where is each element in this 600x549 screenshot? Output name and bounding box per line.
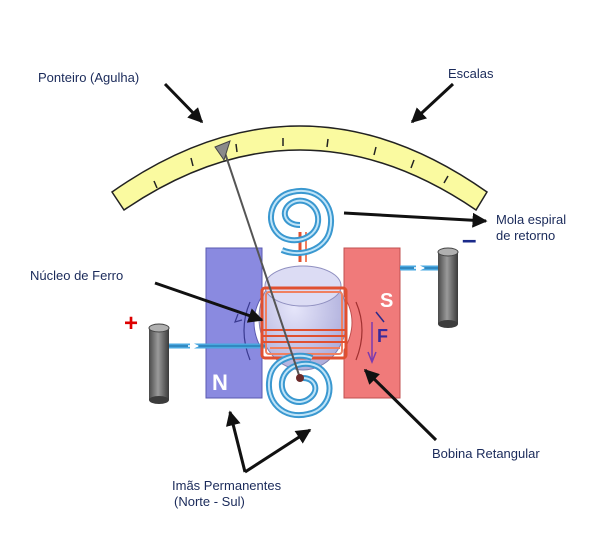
arrow-iron-core [154,281,264,323]
left-terminal [148,323,170,404]
label-magnets-line1: Imãs Permanentes [172,478,282,493]
arrow-magnet-left [225,410,247,473]
label-spring-line1: Mola espiral [496,212,567,227]
arrow-magnet-right [244,428,312,474]
top-spiral-spring [267,187,335,257]
scale-arc [110,125,489,212]
force-arrow [367,311,385,365]
plus-sign: + [124,310,139,337]
label-iron-core: Núcleo de Ferro [30,268,124,283]
bottom-spiral-spring [265,352,333,419]
arrow-scales [410,82,455,124]
arrow-pointer [163,82,204,124]
south-pole-label: S [380,290,394,312]
right-terminal [437,247,459,328]
label-pointer: Ponteiro (Agulha) [38,70,140,85]
minus-sign: – [462,224,477,254]
label-coil: Bobina Retangular [432,446,540,461]
force-label: F [377,326,388,346]
label-magnets-line2: (Norte - Sul) [174,494,245,509]
arrow-coil [363,368,438,442]
arrow-spring [343,211,488,228]
label-scales: Escalas [448,66,494,81]
callout-arrows [154,82,488,474]
north-pole-label: N [212,370,228,395]
label-spring-line2: de retorno [496,228,556,243]
pointer-needle [214,140,304,382]
